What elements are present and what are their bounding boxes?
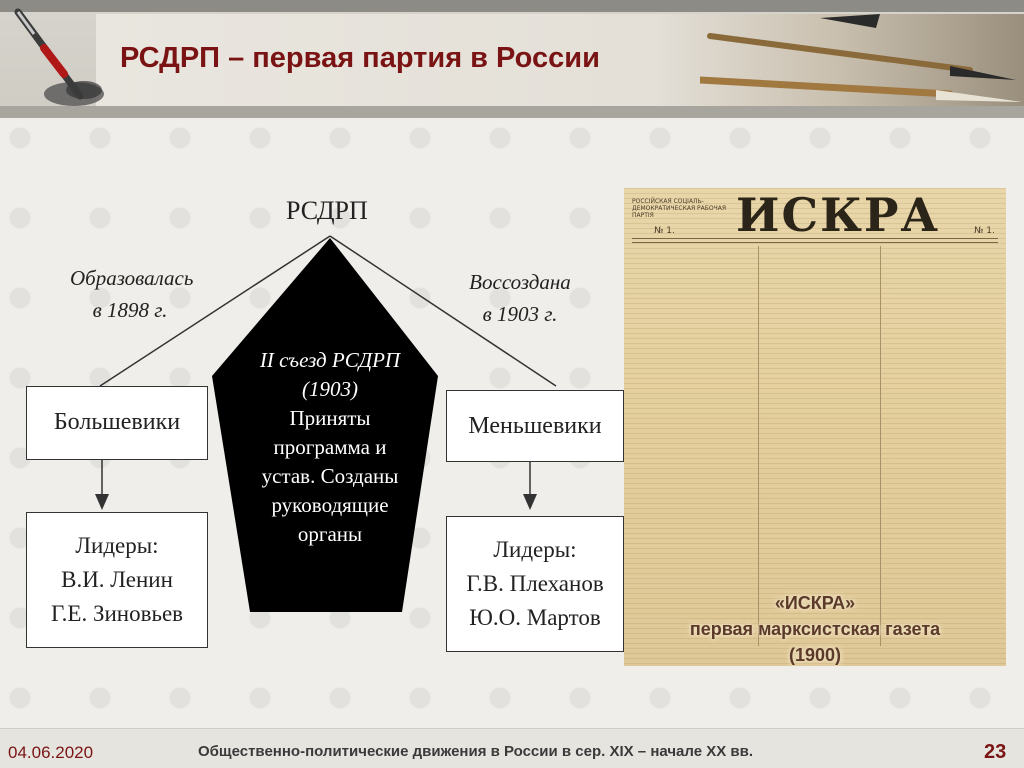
right-note: Воссоздана в 1903 г. [460,266,580,330]
menshevik-leaders-box: Лидеры: Г.В. Плеханов Ю.О. Мартов [446,516,624,652]
footer-text: Общественно-политические движения в Росс… [198,743,754,760]
congress-year: (1903) [302,377,358,401]
brushes-icon [700,14,1022,102]
newspaper-column-divider-1 [758,246,759,646]
newspaper-issue-right: № 1. [974,226,995,236]
congress-body-line-4: руководящие [271,493,389,517]
pen-icon [14,8,104,106]
congress-body-line-5: органы [297,522,363,546]
footer-date: 04.06.2020 [8,743,94,762]
diagram-connectors [95,235,557,612]
caption-title: «ИСКРА» [774,593,856,613]
connector-right [329,235,557,387]
bolshevik-leaders-heading: Лидеры: [75,533,159,558]
newspaper-issue-left: № 1. [654,226,675,236]
congress-body-line-2: программа и [273,435,387,459]
newspaper-caption: «ИСКРА» первая марксистская газета (1900… [624,590,1006,668]
slide-footer: 04.06.2020 Общественно-политические движ… [0,728,1024,768]
connector-left [99,235,331,387]
party-diagram: РСДРП Образовалась в 1898 г. Воссоздана … [0,180,640,670]
left-note: Образовалась в 1898 г. [70,262,194,326]
right-note-line-1: Воссоздана [469,270,571,294]
bolsheviks-label: Большевики [53,409,181,435]
slide-header: РСДРП – первая партия в России [0,0,1024,118]
slide-title: РСДРП – первая партия в России [120,42,600,74]
arrow-left-head [95,494,109,510]
header-divider [0,106,1024,118]
congress-body-line-3: устав. Созданы [261,464,399,488]
left-note-line-1: Образовалась [70,266,194,290]
mensheviks-label: Меньшевики [468,413,602,439]
menshevik-leaders: Лидеры: Г.В. Плеханов Ю.О. Мартов [447,533,623,635]
left-note-line-2: в 1898 г. [92,298,168,322]
bolshevik-leader-2: Г.Е. Зиновьев [50,601,184,626]
congress-text: II съезд РСДРП (1903) Приняты программа … [240,346,420,549]
root-label: РСДРП [286,196,368,225]
congress-title: II съезд РСДРП [259,348,401,372]
menshevik-leaders-heading: Лидеры: [493,537,577,562]
menshevik-leader-1: Г.В. Плеханов [466,571,604,596]
bolshevik-leaders-box: Лидеры: В.И. Ленин Г.Е. Зиновьев [26,512,208,648]
bolsheviks-box: Большевики [26,386,208,460]
congress-pentagon [212,238,438,612]
right-note-line-2: в 1903 г. [482,302,558,326]
bolshevik-leaders: Лидеры: В.И. Ленин Г.Е. Зиновьев [27,529,207,631]
newspaper-column-divider-2 [880,246,881,646]
arrow-right-head [523,494,537,510]
bolshevik-leader-1: В.И. Ленин [61,567,173,592]
iskra-newspaper-image: РОССІЙСКАЯ СОЦІАЛЬ-ДЕМОКРАТИЧЕСКАЯ РАБОЧ… [624,188,1006,666]
caption-year: (1900) [788,645,842,665]
caption-description: первая марксистская газета [689,619,941,639]
menshevik-leader-2: Ю.О. Мартов [469,605,601,630]
congress-body-line-1: Приняты [289,406,371,430]
newspaper-masthead: ИСКРА [736,188,940,242]
newspaper-rule-second [632,242,998,243]
slide-number: 23 [984,741,1007,763]
newspaper-rule-top [632,238,998,239]
newspaper-party-label: РОССІЙСКАЯ СОЦІАЛЬ-ДЕМОКРАТИЧЕСКАЯ РАБОЧ… [632,198,726,219]
mensheviks-box: Меньшевики [446,390,624,462]
